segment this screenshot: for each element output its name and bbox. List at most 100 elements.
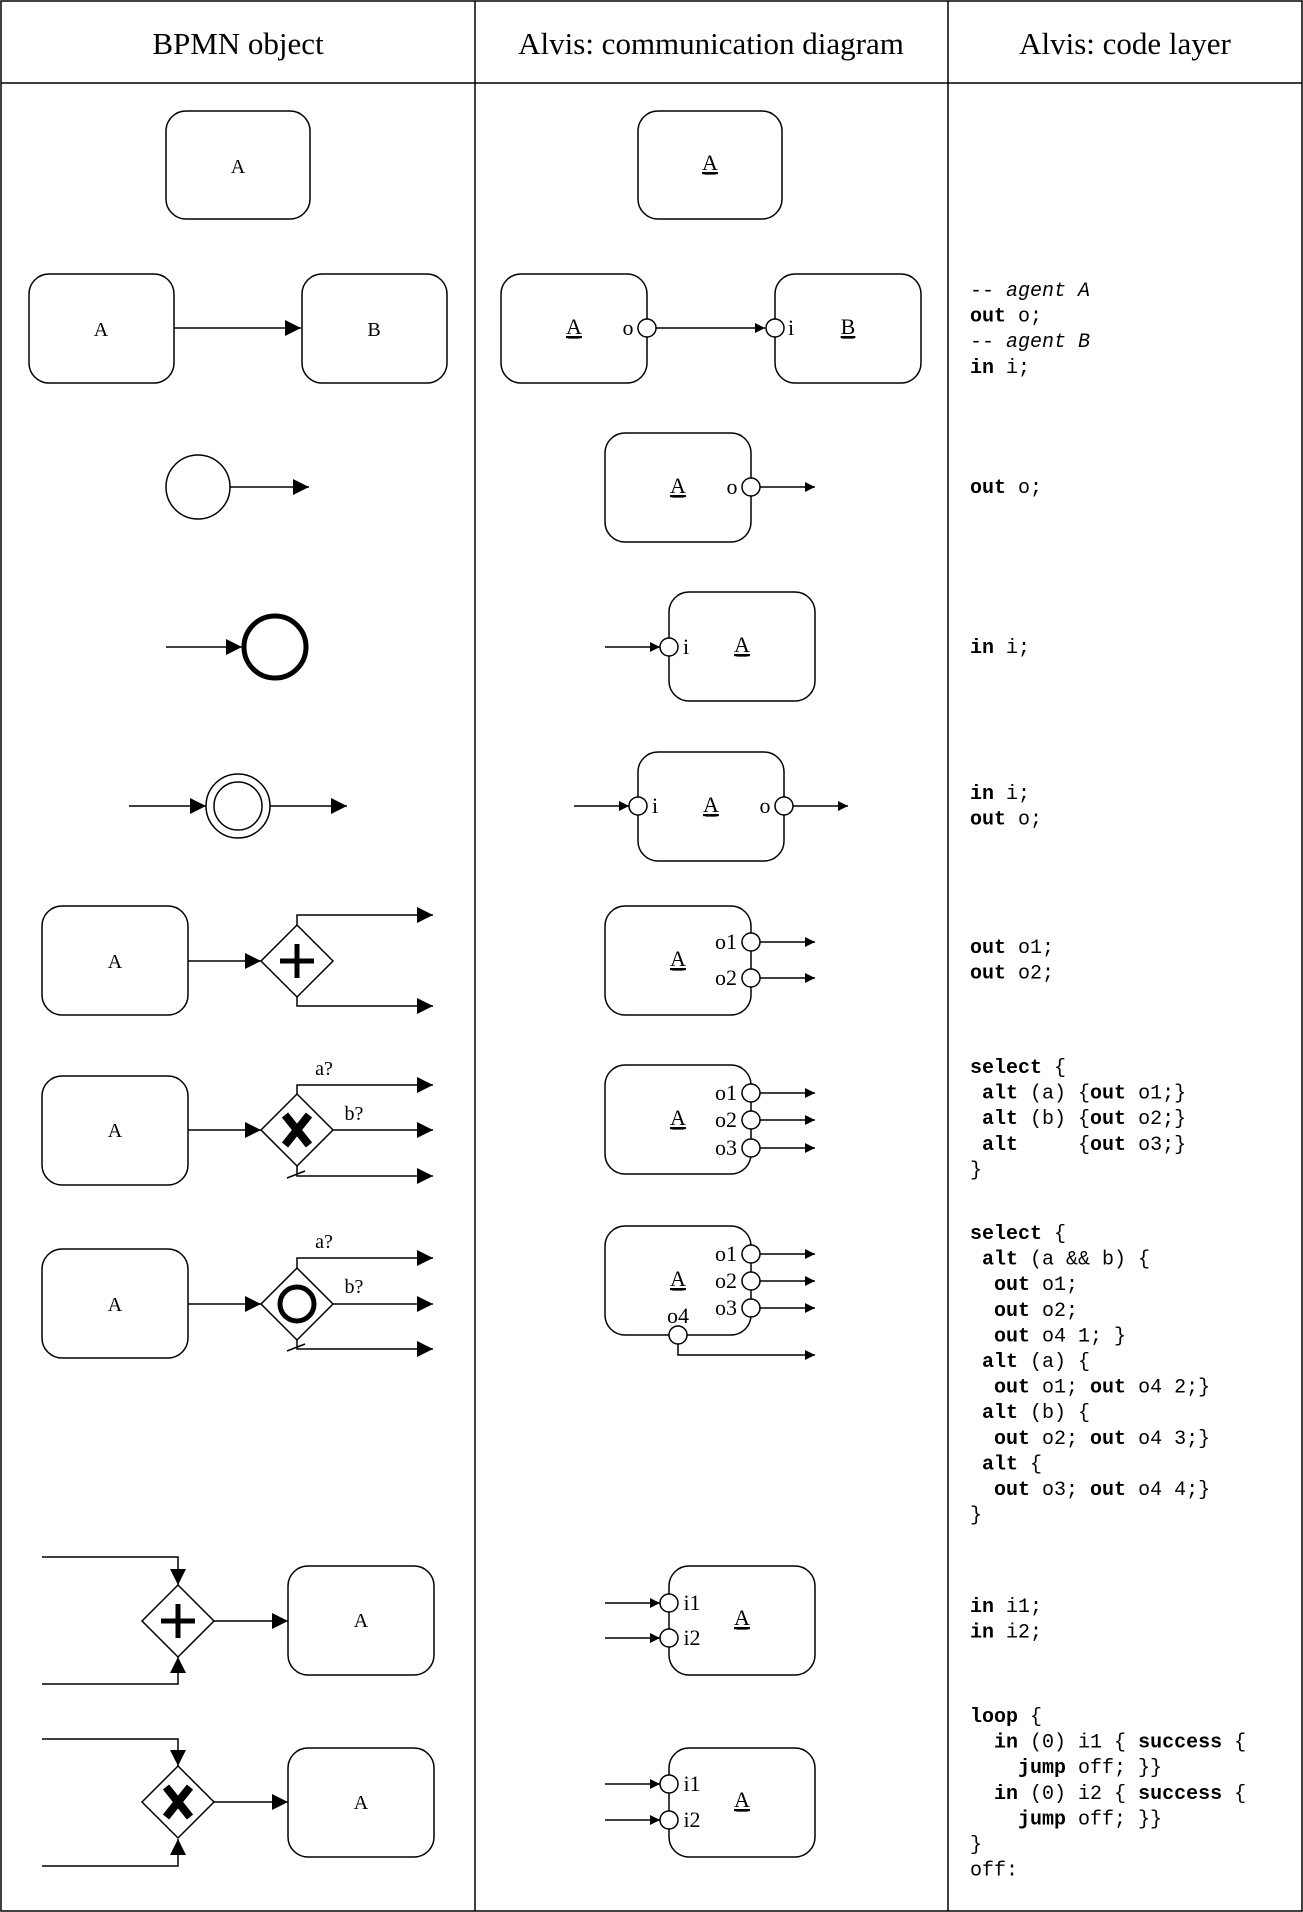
code-text: o4 1; } (1030, 1325, 1126, 1348)
agent-label: A (703, 792, 719, 817)
default-flow-slash (286, 1343, 306, 1352)
table-header-row: BPMN object Alvis: communication diagram… (152, 26, 1231, 61)
code-keyword: alt (982, 1134, 1018, 1157)
code-line: in (0) i1 { success { (970, 1732, 1246, 1755)
code-line: out o1; out o4 2;} (970, 1377, 1210, 1400)
code-keyword: alt (982, 1351, 1018, 1374)
code-keyword: alt (982, 1453, 1018, 1476)
code-line: jump off; }} (970, 1808, 1162, 1831)
code-text: off; }} (1066, 1808, 1162, 1831)
code-line: select { (970, 1223, 1066, 1246)
agent-box (604, 905, 752, 1016)
branch-arrow-a (296, 1077, 433, 1094)
bpmn-row-parallel-join: A (42, 1556, 435, 1685)
bpmn-row-task: A (165, 110, 311, 220)
inclusive-gateway (259, 1266, 335, 1342)
port-label-o1: o1 (715, 1241, 737, 1266)
code-block-intermediate-event: in i;out o; (970, 783, 1042, 832)
agent-label: A (734, 1787, 750, 1812)
code-text (970, 1351, 982, 1374)
code-block-parallel-fork: out o1;out o2; (970, 937, 1054, 986)
code-line: in i1; (970, 1596, 1042, 1619)
code-text: { (1222, 1783, 1246, 1806)
code-text (970, 1808, 1018, 1831)
code-text (970, 1325, 994, 1348)
code-keyword: out (1090, 1083, 1126, 1106)
code-line: } (970, 1159, 982, 1182)
code-keyword: out (970, 306, 1006, 329)
code-line: in i; (970, 357, 1030, 380)
task-label: A (231, 156, 246, 178)
code-line: out o2; out o4 3;} (970, 1428, 1210, 1451)
code-text: } (970, 1505, 982, 1528)
port-o1 (741, 1083, 761, 1103)
code-keyword: in (970, 1622, 994, 1645)
port-out (637, 318, 657, 338)
condition-label-b: b? (345, 1276, 364, 1298)
code-line: alt (b) {out o2;} (970, 1108, 1186, 1131)
code-keyword: out (994, 1325, 1030, 1348)
port-i1 (659, 1774, 679, 1794)
code-keyword: alt (982, 1249, 1018, 1272)
start-event-circle (165, 454, 231, 520)
code-text: { (1222, 1732, 1246, 1755)
code-text (970, 1453, 982, 1476)
code-keyword: success (1138, 1732, 1222, 1755)
code-line: out o1; (970, 937, 1054, 960)
comm-row-end-event: Ai (605, 591, 816, 702)
incoming-arrow-top (42, 1556, 186, 1585)
code-text: o; (1006, 477, 1042, 500)
port-in (628, 796, 648, 816)
code-text (970, 1108, 982, 1131)
port-in (659, 637, 679, 657)
code-block-inclusive-fork: select { alt (a && b) { out o1; out o2; … (970, 1223, 1210, 1528)
incoming-arrow-top (42, 1738, 186, 1766)
out-arrow-o4 (677, 1344, 815, 1360)
agent-box (668, 1565, 816, 1676)
port-label-o2: o2 (715, 1268, 737, 1293)
agent-label: A (670, 946, 686, 971)
code-text: o2; (1006, 963, 1054, 986)
code-line: -- agent A (970, 280, 1090, 303)
bpmn-row-intermediate-event (129, 773, 347, 839)
code-line: } (970, 1834, 982, 1857)
code-keyword: out (970, 937, 1006, 960)
task-label: A (354, 1792, 369, 1814)
port-label-o1: o1 (715, 929, 737, 954)
code-keyword: success (1138, 1783, 1222, 1806)
port-i2 (659, 1628, 679, 1648)
code-line: alt (a && b) { (970, 1249, 1150, 1272)
task-label: A (108, 1120, 123, 1142)
code-text: { (1042, 1223, 1066, 1246)
code-text: (a && b) { (1018, 1249, 1150, 1272)
port-o2 (741, 968, 761, 988)
code-line: select { (970, 1057, 1066, 1080)
code-comment: -- agent A (970, 280, 1090, 303)
code-line: out o; (970, 809, 1042, 832)
task-label-a: A (94, 319, 109, 341)
code-keyword: select (970, 1057, 1042, 1080)
port-in (765, 318, 785, 338)
task-label: A (108, 1294, 123, 1316)
code-keyword: jump (1018, 1757, 1066, 1780)
branch-arrow-a (296, 1250, 433, 1268)
code-line: } (970, 1505, 982, 1528)
code-text: o4 4;} (1126, 1479, 1210, 1502)
port-out-label: o (727, 474, 738, 499)
comm-row-task: A (637, 110, 783, 220)
port-label-o4: o4 (667, 1303, 689, 1328)
port-label-i2: i2 (683, 1807, 700, 1832)
agent-label: A (702, 150, 718, 175)
agent-label: A (734, 1605, 750, 1630)
port-label-i2: i2 (683, 1625, 700, 1650)
code-text: o4 3;} (1126, 1428, 1210, 1451)
port-o3 (741, 1298, 761, 1318)
code-keyword: out (970, 809, 1006, 832)
condition-label-b: b? (345, 1103, 364, 1125)
code-text: o; (1006, 809, 1042, 832)
task-box-b (301, 273, 448, 384)
